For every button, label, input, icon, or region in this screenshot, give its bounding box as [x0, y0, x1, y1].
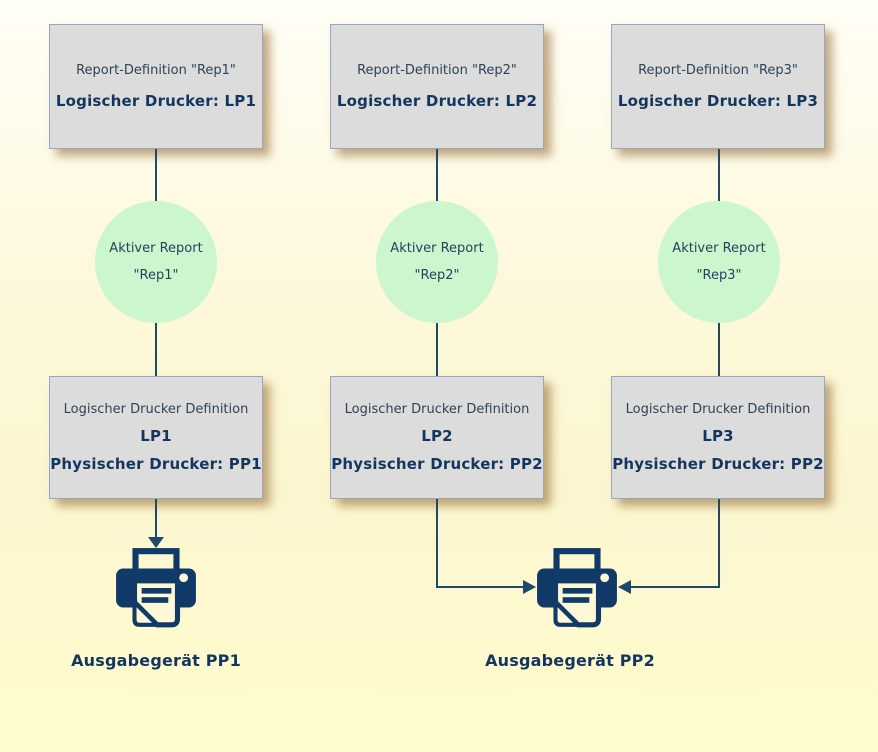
output-device-label-2: Ausgabegerät PP2	[485, 651, 655, 670]
report-box-3-line2: Logischer Drucker: LP3	[617, 92, 819, 110]
active-report-3-line2: "Rep3"	[696, 268, 742, 283]
printer-def-1-line3: Physischer Drucker: PP1	[50, 455, 262, 473]
connector-line	[718, 323, 720, 376]
report-definition-box-1: Report-Definition "Rep1" Logischer Druck…	[49, 24, 263, 149]
printer-def-2-line2: LP2	[421, 427, 453, 445]
printer-definition-box-3: Logischer Drucker Definition LP3 Physisc…	[611, 376, 825, 499]
printer-definition-box-1: Logischer Drucker Definition LP1 Physisc…	[49, 376, 263, 499]
printer-def-2-line1: Logischer Drucker Definition	[344, 402, 530, 417]
connector-line	[436, 499, 438, 588]
report-box-1-line2: Logischer Drucker: LP1	[55, 92, 257, 110]
active-report-circle-2: Aktiver Report "Rep2"	[376, 201, 498, 323]
report-box-2-line1: Report-Definition "Rep2"	[357, 63, 517, 78]
arrowhead-right-icon	[523, 580, 536, 594]
printer-def-3-line1: Logischer Drucker Definition	[625, 402, 811, 417]
connector-line	[155, 499, 157, 539]
report-box-3-line1: Report-Definition "Rep3"	[638, 63, 798, 78]
connector-line	[155, 149, 157, 202]
output-device-label-1: Ausgabegerät PP1	[71, 651, 241, 670]
connector-line	[436, 323, 438, 376]
connector-line	[436, 149, 438, 202]
connector-line	[155, 323, 157, 376]
connector-line	[718, 499, 720, 588]
arrowhead-down-icon	[148, 537, 164, 548]
active-report-1-line2: "Rep1"	[133, 268, 179, 283]
printer-def-1-line2: LP1	[140, 427, 172, 445]
printer-icon	[537, 548, 617, 628]
printer-def-3-line2: LP3	[702, 427, 734, 445]
printer-def-3-line3: Physischer Drucker: PP2	[612, 455, 824, 473]
active-report-circle-1: Aktiver Report "Rep1"	[95, 201, 217, 323]
report-definition-box-2: Report-Definition "Rep2" Logischer Druck…	[330, 24, 544, 149]
active-report-2-line2: "Rep2"	[414, 268, 460, 283]
report-box-1-line1: Report-Definition "Rep1"	[76, 63, 236, 78]
report-definition-box-3: Report-Definition "Rep3" Logischer Druck…	[611, 24, 825, 149]
printer-icon	[116, 548, 196, 628]
active-report-circle-3: Aktiver Report "Rep3"	[658, 201, 780, 323]
arrowhead-left-icon	[618, 580, 631, 594]
connector-line	[718, 149, 720, 202]
report-box-2-line2: Logischer Drucker: LP2	[336, 92, 538, 110]
printer-def-2-line3: Physischer Drucker: PP2	[331, 455, 543, 473]
printer-definition-box-2: Logischer Drucker Definition LP2 Physisc…	[330, 376, 544, 499]
active-report-3-line1: Aktiver Report	[672, 241, 766, 256]
active-report-2-line1: Aktiver Report	[390, 241, 484, 256]
connector-line	[436, 586, 524, 588]
active-report-1-line1: Aktiver Report	[109, 241, 203, 256]
printer-def-1-line1: Logischer Drucker Definition	[63, 402, 249, 417]
connector-line	[631, 586, 719, 588]
